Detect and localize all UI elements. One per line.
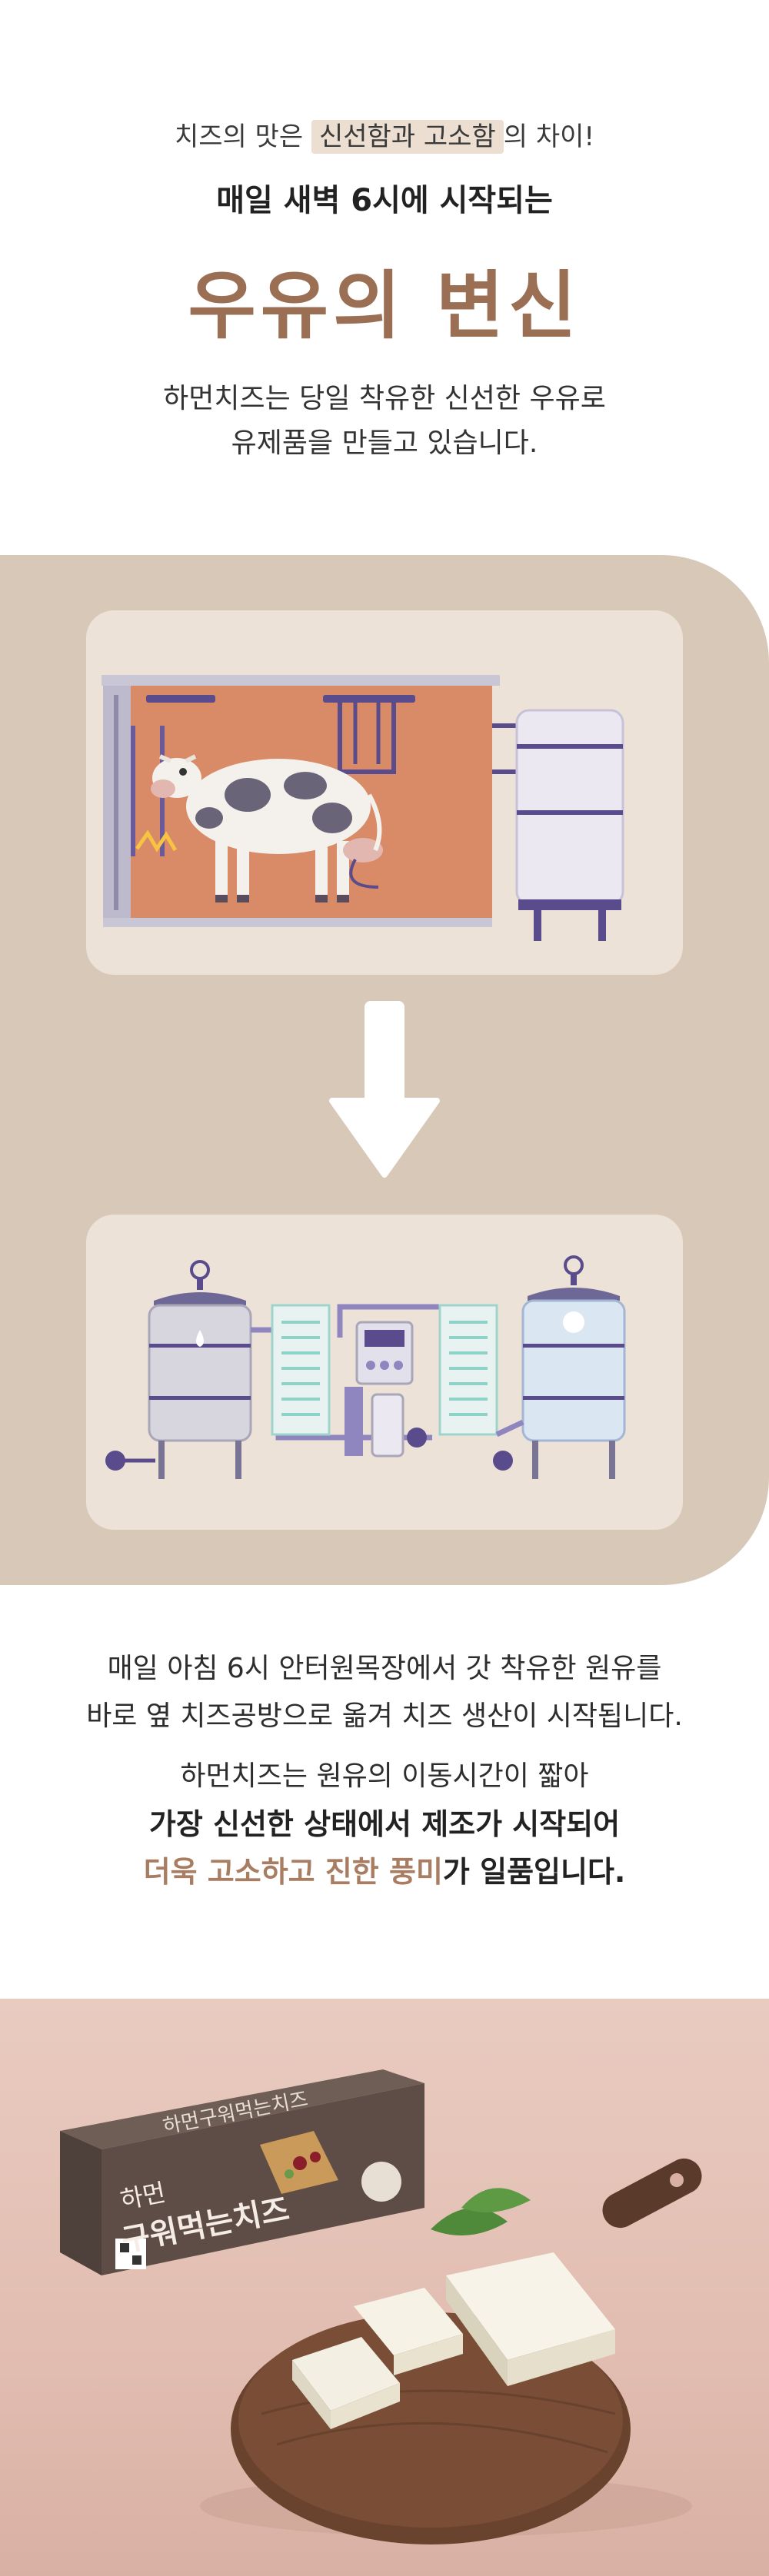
- process-diagram: [0, 555, 769, 1585]
- product-photo: 하먼 구워먹는치즈 하먼구워먹는치즈: [0, 1999, 769, 2576]
- cheese-factory-card: [86, 1215, 683, 1530]
- story-paragraph-3: 가장 신선한 상태에서 제조가 시작되어: [148, 1807, 621, 1841]
- tagline-prefix: 치즈의 맛은: [174, 121, 311, 152]
- tagline-highlight: 신선함과 고소함: [311, 120, 504, 154]
- tagline-suffix: 의 차이!: [503, 121, 595, 152]
- intro-desc-line1: 하먼치즈는 당일 착유한 신선한 우유로: [163, 383, 606, 414]
- intro-description: 하먼치즈는 당일 착유한 신선한 우유로 유제품을 만들고 있습니다.: [0, 377, 769, 466]
- story-accent-text: 더욱 고소하고 진한 풍미: [143, 1855, 443, 1889]
- milking-barn-card: [86, 610, 683, 975]
- intro-desc-line2: 유제품을 만들고 있습니다.: [231, 427, 538, 459]
- story-p1-line2: 바로 옆 치즈공방으로 옮겨 치즈 생산이 시작됩니다.: [86, 1700, 683, 1732]
- product-photo-illustration: [60, 2069, 702, 2544]
- page-title: 우유의 변신: [188, 263, 581, 349]
- cheese-factory-illustration: [105, 1255, 626, 1479]
- story-section: 매일 아침 6시 안터원목장에서 갓 착유한 원유를 바로 옆 치즈공방으로 옮…: [0, 1585, 769, 1999]
- story-p4-rest: 가 일품입니다.: [442, 1855, 626, 1889]
- story-paragraph-1: 매일 아침 6시 안터원목장에서 갓 착유한 원유를 바로 옆 치즈공방으로 옮…: [0, 1645, 769, 1740]
- intro-subheading: 매일 새벽 6시에 시작되는: [216, 183, 553, 218]
- story-paragraph-2: 하먼치즈는 원유의 이동시간이 짧아: [180, 1760, 589, 1792]
- story-p1-line1: 매일 아침 6시 안터원목장에서 갓 착유한 원유를: [107, 1653, 662, 1684]
- milking-barn-illustration: [102, 675, 624, 941]
- story-paragraph-4: 더욱 고소하고 진한 풍미가 일품입니다.: [0, 1848, 769, 1896]
- flow-arrow-down-icon: [329, 1001, 440, 1188]
